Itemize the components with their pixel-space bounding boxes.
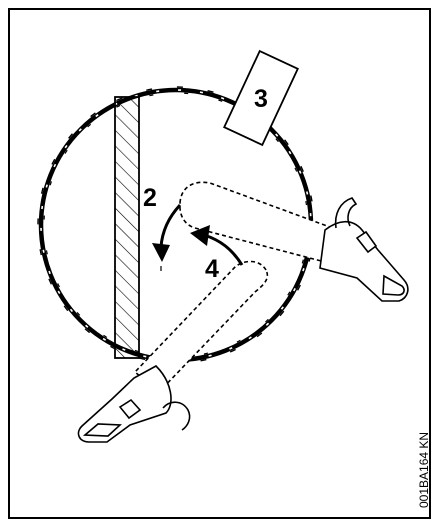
figure-frame [8,8,431,519]
chainsaw-upper [179,181,409,302]
callout-3: 3 [254,85,268,113]
arrow-cut-2 [152,203,182,262]
hinge-strip [114,96,140,359]
arrow-cut-4 [190,225,244,266]
figure-code: 001BA164 KN [417,432,431,508]
wedge-marker [223,49,299,147]
chainsaw-lower [77,260,269,443]
callout-2: 2 [143,184,157,212]
callout-4: 4 [205,255,219,283]
